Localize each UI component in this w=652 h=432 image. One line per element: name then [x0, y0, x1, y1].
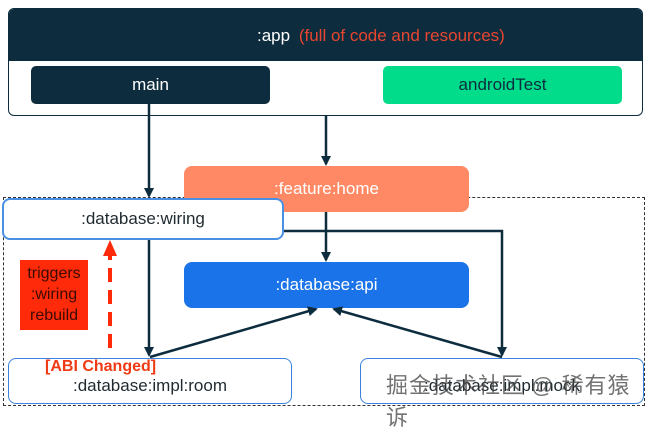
arrow-wiring-to-mock: [284, 229, 507, 357]
dependency-arrows: [103, 104, 507, 359]
module-database-api: :database:api: [184, 262, 469, 308]
main-label: main: [132, 75, 169, 94]
source-set-android-test: androidTest: [383, 66, 622, 104]
app-note: (full of code and resources): [298, 26, 505, 45]
database-wiring-label: :database:wiring: [81, 209, 205, 228]
database-api-label: :database:api: [275, 275, 378, 294]
app-header: :app (full of code and resources): [9, 9, 642, 61]
module-database-wiring: :database:wiring: [2, 198, 284, 240]
feature-home-label: :feature:home: [274, 179, 379, 198]
module-feature-home: :feature:home: [184, 166, 469, 212]
android-test-label: androidTest: [458, 75, 547, 94]
triggers-line-1: triggers: [27, 265, 81, 282]
abi-changed-label: [ABI Changed]: [45, 358, 157, 375]
triggers-line-3: rebuild: [29, 307, 79, 324]
database-impl-mock-label: :database:impl:mock: [424, 376, 580, 395]
app-title: :app (full of code and resources): [9, 26, 642, 46]
triggers-line-2: :wiring: [30, 286, 78, 303]
module-database-impl-mock: :database:impl:mock: [360, 358, 644, 404]
arrow-mock-to-api: [332, 306, 503, 359]
module-database-impl-room: :database:impl:room: [8, 358, 292, 404]
watermark: 掘金技术社区 @ 稀有猿诉: [386, 373, 631, 430]
source-set-main: main: [31, 66, 270, 104]
triggers-rebuild-note: triggers :wiring rebuild: [20, 260, 88, 330]
database-impl-room-label: :database:impl:room: [72, 376, 228, 395]
app-label: :app: [257, 26, 291, 45]
arrow-room-to-api: [149, 306, 318, 359]
